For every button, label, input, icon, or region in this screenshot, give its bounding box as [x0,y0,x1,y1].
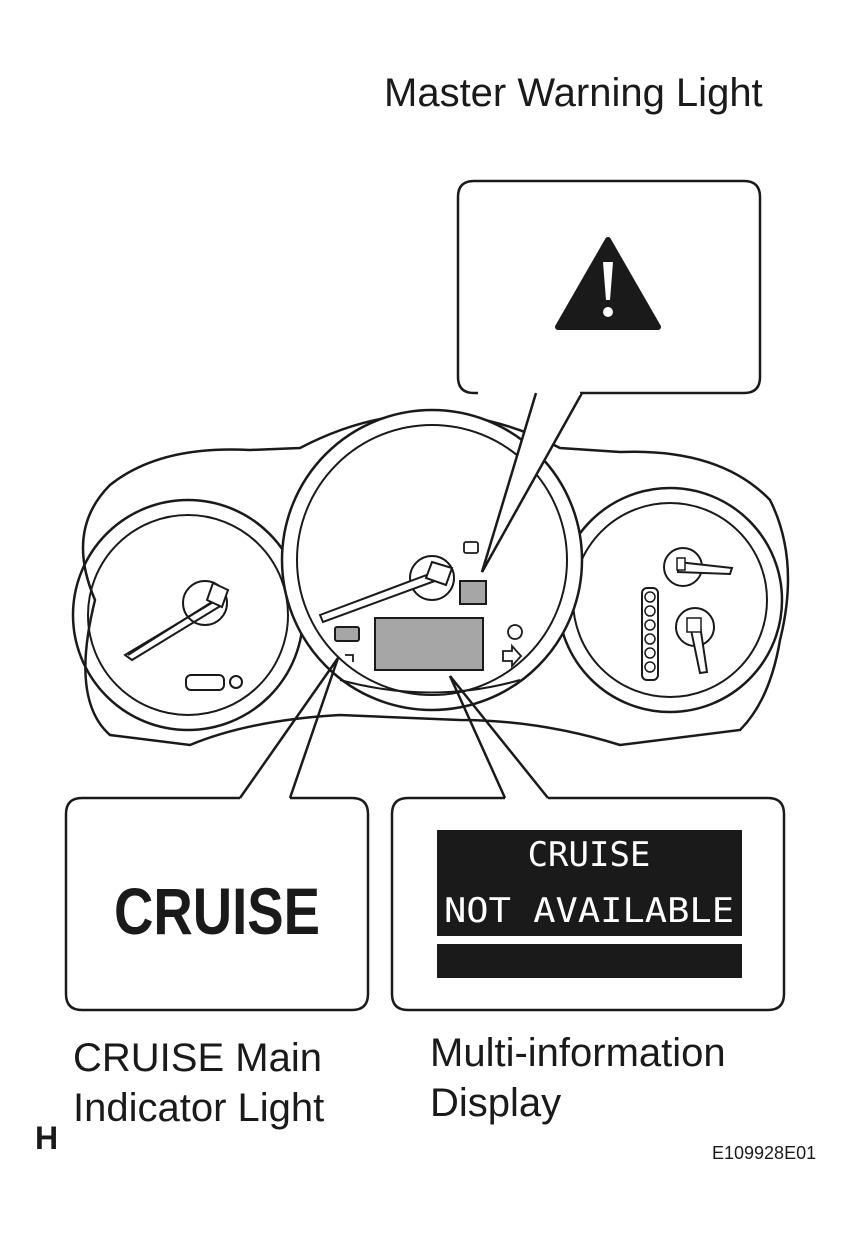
cruise-indicator-callout: CRUISE [64,657,370,1012]
cruise-caption-line-1: CRUISE Main [73,1036,322,1080]
cruise-main-indicator-caption: CRUISE Main Indicator Light [73,1033,324,1133]
figure-code: E109928E01 [712,1143,817,1163]
gear-position-dots [641,587,659,681]
warning-triangle-icon [555,237,661,330]
temperature-gauge-icon [686,617,702,633]
master-warning-caption: Master Warning Light [384,71,763,115]
master-warning-light-lamp [459,580,487,605]
left-gauge-indicator [185,674,225,691]
lcd-lower-bar [437,944,742,978]
cruise-indicator-text: CRUISE [114,874,320,948]
arrow-indicator [502,643,523,669]
multi-info-callout: CRUISE NOT AVAILABLE [390,675,786,1012]
right-gauge [556,486,784,714]
cruise-main-indicator-lamp [334,626,360,642]
cluster-housing [81,412,790,747]
lcd-main-area [437,830,742,936]
multi-info-display-caption: Multi-information Display [430,1028,726,1128]
small-indicator-top [463,541,479,554]
cruise-caption-line-2: Indicator Light [73,1086,325,1130]
multi-information-display-screen [374,617,484,671]
display-line-1: CRUISE [528,835,651,875]
corner-letter: H [35,1120,59,1156]
mid-caption-line-2: Display [430,1081,562,1125]
left-gauge [71,498,305,732]
fuel-gauge-icon [676,557,686,571]
master-warning-callout [456,179,762,573]
mid-caption-line-1: Multi-information [430,1031,726,1075]
display-line-2: NOT AVAILABLE [444,891,734,931]
